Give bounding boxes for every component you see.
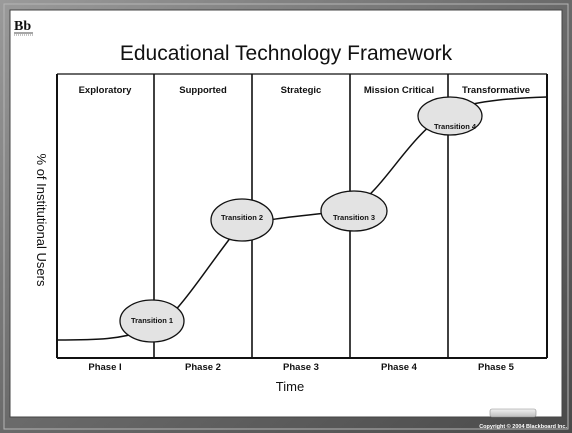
phase-label: Phase 2 <box>185 362 221 373</box>
logo-text: Bb <box>14 19 31 34</box>
phase-label: Phase 4 <box>381 362 418 373</box>
stage-label: Exploratory <box>79 85 133 96</box>
blackboard-logo: Bb <box>14 19 33 36</box>
transition-4: Transition 4 <box>417 96 483 136</box>
transition-1: Transition 1 <box>119 299 185 343</box>
transition-ellipse <box>210 198 274 242</box>
phase-label: Phase 5 <box>478 362 515 373</box>
x-axis-label: Time <box>276 379 304 394</box>
board-frame-highlight <box>3 3 569 430</box>
transition-ellipse <box>119 299 185 343</box>
transition-label: Transition 4 <box>434 122 477 131</box>
transition-label: Transition 2 <box>221 213 263 222</box>
phase-label: Phase 3 <box>283 362 319 373</box>
copyright-text: Copyright © 2004 Blackboard Inc. <box>479 423 567 430</box>
y-axis-label: % of Institutional Users <box>34 154 49 287</box>
stage-label: Strategic <box>281 85 322 96</box>
phase-label: Phase I <box>88 362 121 373</box>
stage-label: Supported <box>179 85 227 96</box>
transition-2: Transition 2 <box>210 198 274 242</box>
stage-label: Transformative <box>462 85 530 96</box>
transition-label: Transition 3 <box>333 213 375 222</box>
transition-3: Transition 3 <box>320 190 388 232</box>
board-eraser <box>489 408 537 418</box>
diagram-title: Educational Technology Framework <box>120 42 453 65</box>
stage-label: Mission Critical <box>364 85 434 96</box>
transition-label: Transition 1 <box>131 316 173 325</box>
transition-ellipse <box>320 190 388 232</box>
transition-ellipse <box>417 96 483 136</box>
board-surface <box>9 9 563 418</box>
